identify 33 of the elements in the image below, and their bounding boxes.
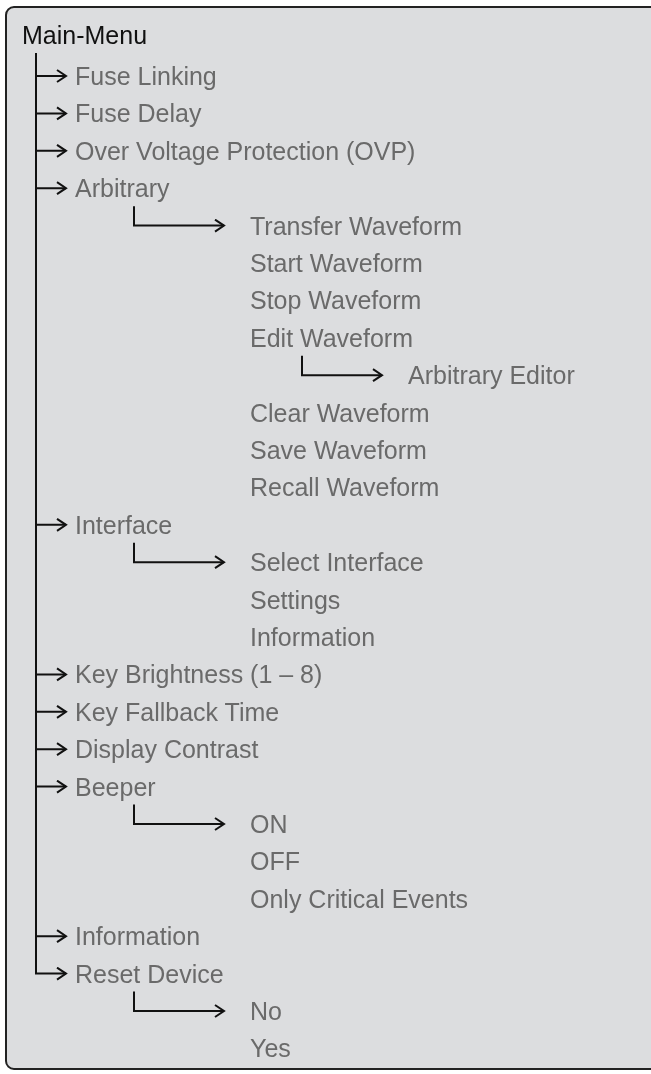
menu-item: Transfer Waveform: [250, 210, 463, 241]
menu-item: Reset Device: [75, 958, 224, 989]
menu-item: Arbitrary: [75, 173, 170, 204]
menu-item: Save Waveform: [250, 435, 427, 465]
menu-item: No: [250, 996, 282, 1026]
tree-arrow: [133, 803, 225, 831]
menu-item: Edit Waveform: [250, 322, 413, 353]
menu-item: Key Brightness (1 – 8): [75, 659, 323, 690]
menu-item: Start Waveform: [250, 248, 423, 278]
menu-item: Over Voltage Protection (OVP): [75, 135, 416, 166]
menu-item: Beeper: [75, 771, 156, 802]
menu-item: Information: [75, 921, 201, 952]
tree-arrow: [133, 205, 225, 233]
menu-item: Only Critical Events: [250, 883, 469, 914]
menu-item: Display Contrast: [75, 734, 259, 765]
menu-item: Information: [250, 622, 376, 652]
menu-item: Fuse Delay: [75, 98, 202, 129]
tree-arrow: [133, 990, 225, 1018]
menu-item: ON: [250, 809, 288, 839]
menu-item: Fuse Linking: [75, 61, 217, 91]
tree-arrow: [133, 541, 225, 570]
menu-item: Arbitrary Editor: [408, 360, 575, 391]
menu-title: Main-Menu: [22, 20, 148, 50]
menu-item: OFF: [250, 846, 300, 877]
menu-item: Interface: [75, 509, 173, 540]
tree-arrow: [301, 354, 383, 383]
menu-item: Select Interface: [250, 547, 424, 578]
menu-item: Recall Waveform: [250, 472, 440, 503]
menu-item: Key Fallback Time: [75, 696, 280, 727]
menu-item: Settings: [250, 584, 341, 615]
menu-item: Clear Waveform: [250, 397, 430, 428]
menu-item: Yes: [250, 1033, 291, 1064]
menu-item: Stop Waveform: [250, 285, 422, 316]
